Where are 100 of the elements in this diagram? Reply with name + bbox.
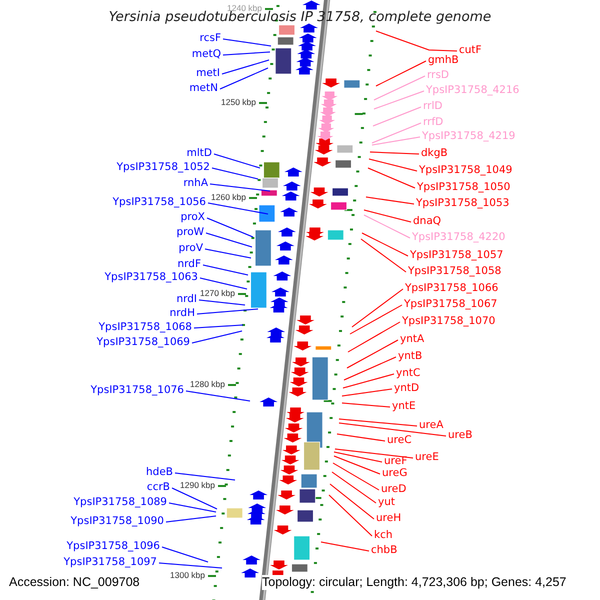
leader-line: [364, 214, 410, 238]
gene-label: chbB: [371, 544, 398, 557]
gene-label: ureB: [448, 429, 472, 442]
leader-line: [332, 462, 380, 490]
leader-line: [200, 278, 248, 290]
gene-label: YpsIP31758_1058: [408, 265, 502, 278]
leader-line: [352, 288, 404, 328]
gene-label: YpsIP31758_1089: [74, 496, 167, 509]
leader-line: [334, 448, 414, 458]
gene-label: gmhB: [428, 54, 459, 67]
leader-line: [186, 390, 250, 402]
leader-line: [372, 136, 420, 146]
leader-line: [368, 158, 418, 172]
leader-line: [362, 232, 408, 256]
leader-line: [348, 322, 400, 352]
leader-line: [346, 340, 398, 368]
gene-label: ureG: [382, 467, 408, 480]
gene-label: rnhA: [183, 177, 208, 190]
leader-line: [204, 248, 252, 258]
leader-line: [210, 184, 270, 192]
gene-label: nrdI: [176, 293, 197, 306]
gene-label: YpsIP31758_1063: [104, 271, 198, 284]
leader-line: [366, 196, 414, 204]
leader-line: [330, 484, 374, 520]
leader-line: [336, 434, 386, 442]
gene-label: YpsIP31758_4220: [412, 231, 506, 244]
leader-line: [342, 388, 392, 396]
leader-line: [320, 542, 370, 552]
leader-line: [364, 210, 412, 222]
scale-label: 1290 kbp: [180, 481, 215, 490]
leader-line: [222, 38, 272, 46]
gene-label: YpsIP31758_4216: [426, 84, 520, 97]
gene-label: YpsIP31758_4219: [422, 130, 516, 143]
leader-line: [376, 30, 458, 52]
leader-line: [368, 168, 416, 188]
genome-info-text: Accession: NC_009708: [9, 575, 140, 590]
gene-label: ureC: [387, 434, 412, 447]
leader-line: [206, 232, 252, 248]
gene-label: dnaQ: [413, 215, 442, 228]
gene-label: dkgB: [421, 147, 448, 160]
scale-label: 1250 kbp: [221, 98, 256, 107]
leader-line: [374, 76, 426, 100]
gene-label: mltD: [186, 147, 212, 160]
leader-line: [360, 238, 406, 272]
leader-line: [338, 418, 418, 426]
leader-line: [212, 168, 258, 180]
gene-label: kch: [374, 529, 393, 542]
leader-line: [328, 494, 372, 536]
gene-label: proV: [178, 242, 203, 255]
leader-line: [342, 374, 394, 388]
leader-line: [166, 516, 216, 522]
gene-label: yntC: [396, 367, 420, 380]
gene-label: rcsF: [200, 32, 221, 45]
leader-line: [198, 300, 246, 306]
leader-line: [222, 60, 270, 74]
scale-label: 1260 kbp: [211, 193, 246, 202]
leader-line: [174, 472, 236, 480]
gene-label: ureA: [419, 419, 444, 432]
gene-label: metN: [189, 82, 218, 95]
gene-label: YpsIP31758_1097: [64, 556, 157, 569]
leader-line: [172, 488, 218, 510]
gene-label: YpsIP31758_1068: [98, 321, 192, 334]
gene-label: YpsIP31758_1052: [116, 161, 210, 174]
leader-line: [168, 502, 216, 512]
leader-line: [350, 304, 402, 334]
gene-label: YpsIP31758_1053: [416, 197, 510, 210]
gene-label: YpsIP31758_1069: [96, 336, 190, 349]
leader-line: [372, 106, 422, 126]
gene-label: YpsIP31758_1056: [112, 196, 206, 209]
leader-line: [196, 308, 258, 314]
gene-label: nrdF: [178, 258, 201, 271]
gene-label: ureE: [415, 451, 439, 464]
scale-label: 1300 kbp: [170, 571, 205, 580]
scale-label: 1240 kbp: [227, 4, 262, 13]
leader-line: [194, 324, 244, 328]
leader-line: [372, 122, 422, 144]
leader-line: [162, 546, 208, 562]
leader-line: [222, 52, 270, 56]
gene-label: ureH: [376, 512, 402, 525]
genome-info-text: Topology: circular; Length: 4,723,306 bp; Genes: 4,257: [262, 575, 566, 590]
leader-line: [338, 422, 446, 436]
gene-label: YpsIP31758_1066: [405, 282, 498, 295]
gene-label: YpsIP31758_1070: [402, 315, 496, 328]
gene-label: proX: [180, 211, 205, 224]
gene-label: ureD: [381, 483, 406, 496]
gene-label: yntD: [394, 382, 420, 395]
gene-label: yntB: [398, 350, 422, 363]
leader-line: [376, 60, 426, 86]
gene-label: YpsIP31758_1096: [66, 540, 160, 553]
gene-label: yntA: [400, 333, 424, 346]
gene-label: nrdH: [170, 307, 195, 320]
gene-label: YpsIP31758_1090: [70, 515, 164, 528]
leader-line: [370, 152, 420, 154]
leader-line: [332, 472, 376, 504]
leader-line: [206, 218, 254, 238]
scale-label: 1280 kbp: [190, 380, 225, 389]
gene-label: metI: [196, 67, 220, 80]
gene-label: YpsIP31758_1057: [410, 249, 504, 262]
gene-label: metQ: [192, 48, 221, 61]
gene-label: yut: [378, 496, 395, 509]
